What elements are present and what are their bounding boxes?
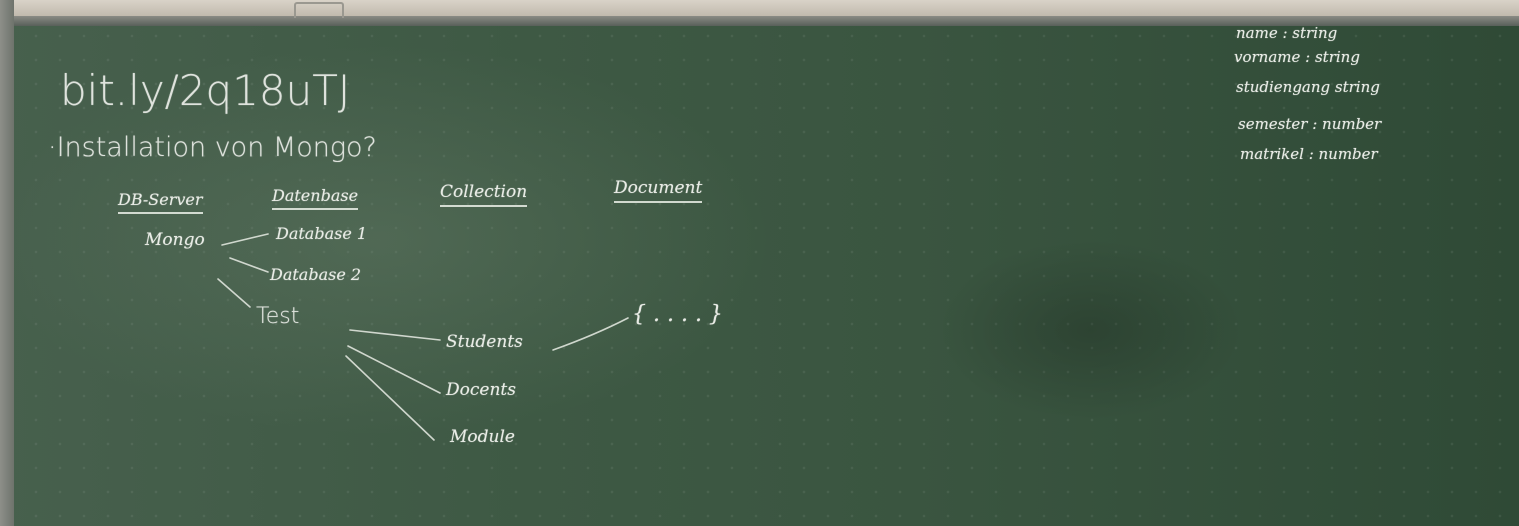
header-collection: Collection <box>440 182 528 207</box>
line-students-document <box>552 317 629 351</box>
schema-line-name: name : string <box>1236 24 1338 42</box>
board-frame-top <box>0 16 1519 26</box>
schema-line-semester: semester : number <box>1238 115 1382 133</box>
line-test-students <box>349 329 441 341</box>
collection-docents: Docents <box>446 380 516 400</box>
line-test-module <box>345 355 435 441</box>
schema-line-vorname: vorname : string <box>1234 48 1360 66</box>
collection-students: Students <box>446 332 523 352</box>
database-test: Test <box>256 304 300 329</box>
board-clip <box>294 2 344 18</box>
header-document: Document <box>614 178 703 203</box>
document-braces: { . . . . } <box>632 302 723 327</box>
collection-module: Module <box>450 427 515 447</box>
line-mongo-db1 <box>221 233 269 246</box>
line-test-docents <box>347 345 441 394</box>
line-mongo-test <box>217 278 251 308</box>
line-mongo-db2 <box>229 257 269 273</box>
schema-line-studiengang: studiengang string <box>1236 78 1380 96</box>
link-text: bit.ly/2q18uTJ <box>60 66 351 115</box>
server-mongo: Mongo <box>145 230 205 250</box>
question-text: ·Installation von Mongo? <box>48 132 377 163</box>
header-db-server: DB-Server <box>118 190 203 214</box>
schema-line-matrikel: matrikel : number <box>1240 145 1378 163</box>
database-2: Database 2 <box>270 265 362 284</box>
header-database: Datenbase <box>272 186 359 210</box>
database-1: Database 1 <box>276 224 368 243</box>
board-frame-left <box>0 0 14 526</box>
